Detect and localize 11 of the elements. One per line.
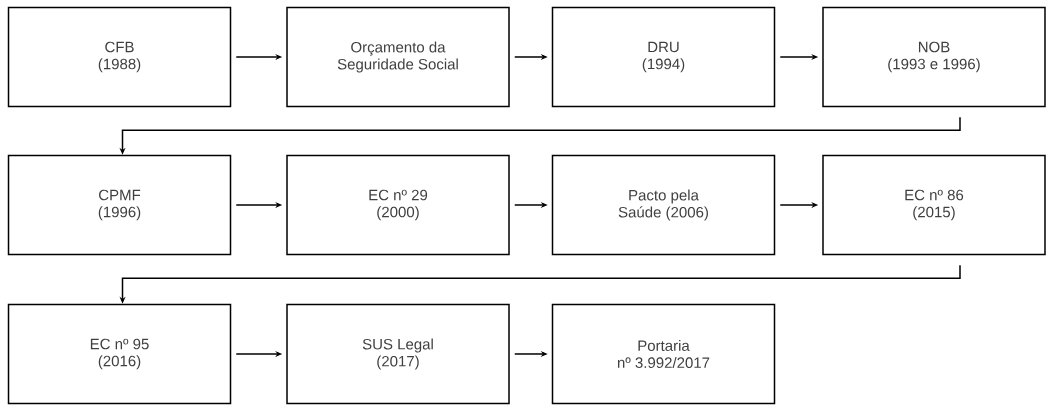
process-box: SUS Legal (2017) — [286, 303, 510, 405]
process-box: CFB (1988) — [7, 6, 232, 108]
process-box: CPMF (1996) — [7, 154, 232, 256]
process-box: Portaria nº 3.992/2017 — [551, 303, 776, 405]
process-box: NOB (1993 e 1996) — [822, 6, 1046, 108]
process-box: EC nº 95 (2016) — [7, 303, 232, 405]
process-box: Orçamento da Seguridade Social — [286, 6, 510, 108]
process-box: Pacto pela Saúde (2006) — [551, 154, 776, 256]
process-box: DRU (1994) — [551, 6, 776, 108]
process-box: EC nº 86 (2015) — [822, 154, 1046, 256]
process-box: EC nº 29 (2000) — [286, 154, 510, 256]
